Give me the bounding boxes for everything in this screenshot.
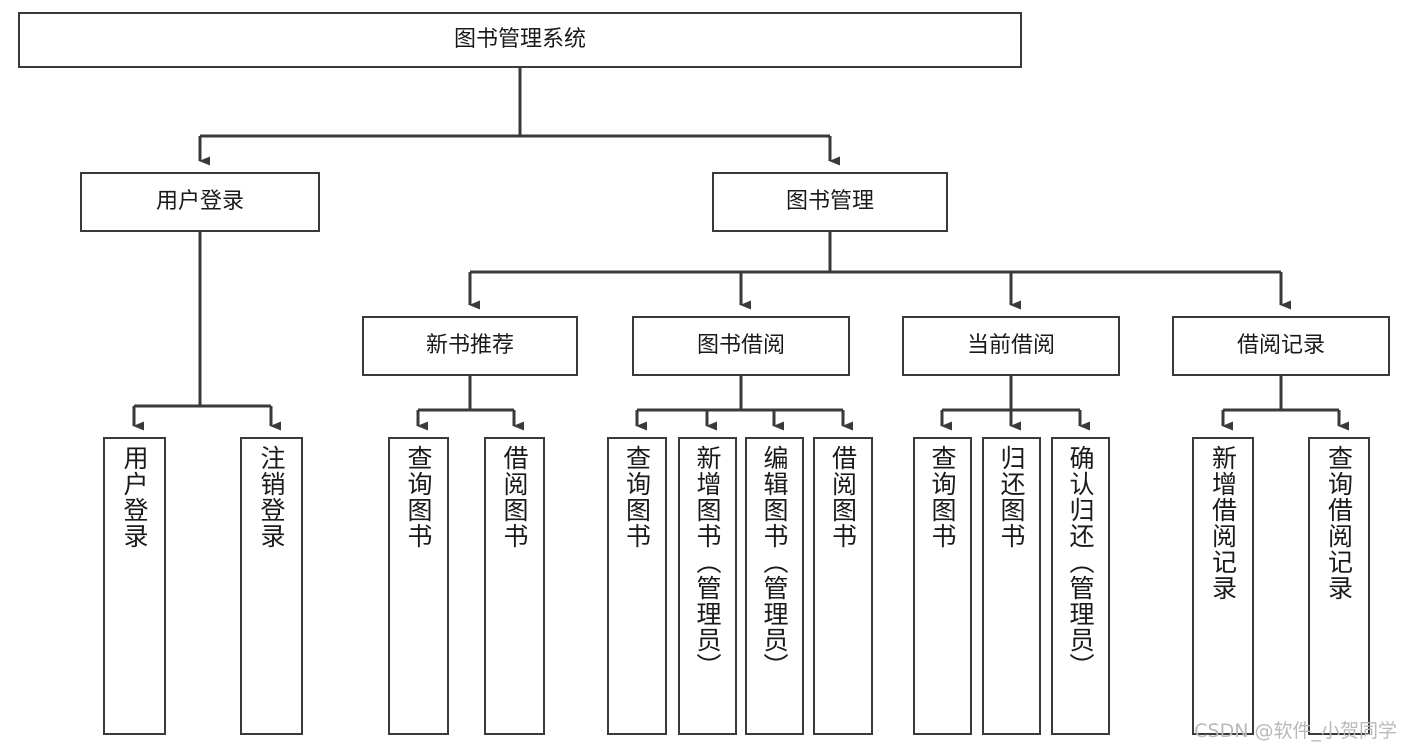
node-label: 新增借阅记录 (1208, 445, 1238, 601)
node-leaf-confirm-return-admin[interactable]: 确认归还（管理员） (1051, 437, 1110, 735)
node-new-book-recommend[interactable]: 新书推荐 (362, 316, 578, 376)
node-label: 图书借阅 (696, 332, 785, 358)
node-label: 查询图书 (928, 445, 957, 549)
node-leaf-user-login[interactable]: 用户登录 (103, 437, 166, 735)
node-leaf-logout-login[interactable]: 注销登录 (240, 437, 303, 735)
node-label: 图书管理 (785, 188, 874, 214)
node-label: 用户登录 (120, 445, 149, 549)
node-book-management[interactable]: 图书管理 (712, 172, 948, 232)
node-borrow-record[interactable]: 借阅记录 (1172, 316, 1390, 376)
node-leaf-query-borrow-record[interactable]: 查询借阅记录 (1308, 437, 1370, 735)
node-label: 查询图书 (404, 445, 433, 549)
node-label: 新书推荐 (425, 332, 514, 358)
node-label: 注销登录 (257, 445, 286, 549)
node-leaf-query-book-borrow[interactable]: 查询图书 (607, 437, 667, 735)
node-label: 确认归还（管理员） (1066, 445, 1095, 679)
node-leaf-borrow-book[interactable]: 借阅图书 (813, 437, 873, 735)
node-label: 借阅图书 (500, 445, 529, 549)
node-label: 借阅记录 (1236, 332, 1325, 358)
node-root-book-management-system[interactable]: 图书管理系统 (18, 12, 1022, 68)
node-leaf-add-book-admin[interactable]: 新增图书（管理员） (678, 437, 737, 735)
node-label: 借阅图书 (828, 445, 858, 549)
node-leaf-query-book-current[interactable]: 查询图书 (913, 437, 972, 735)
node-leaf-query-book-recommend[interactable]: 查询图书 (388, 437, 449, 735)
node-user-login[interactable]: 用户登录 (80, 172, 320, 232)
connector-lines (132, 68, 1349, 431)
node-label: 查询借阅记录 (1324, 445, 1354, 601)
node-book-borrow[interactable]: 图书借阅 (632, 316, 850, 376)
node-label: 图书管理系统 (453, 26, 586, 52)
node-label: 查询图书 (622, 445, 652, 549)
node-current-borrow[interactable]: 当前借阅 (902, 316, 1120, 376)
node-leaf-return-book[interactable]: 归还图书 (982, 437, 1041, 735)
node-leaf-edit-book-admin[interactable]: 编辑图书（管理员） (745, 437, 804, 735)
node-label: 用户登录 (155, 188, 244, 214)
node-label: 编辑图书（管理员） (760, 445, 789, 679)
node-label: 新增图书（管理员） (693, 445, 722, 679)
node-leaf-borrow-book-recommend[interactable]: 借阅图书 (484, 437, 545, 735)
node-label: 当前借阅 (966, 332, 1055, 358)
node-label: 归还图书 (997, 445, 1026, 549)
node-leaf-add-borrow-record[interactable]: 新增借阅记录 (1192, 437, 1254, 735)
